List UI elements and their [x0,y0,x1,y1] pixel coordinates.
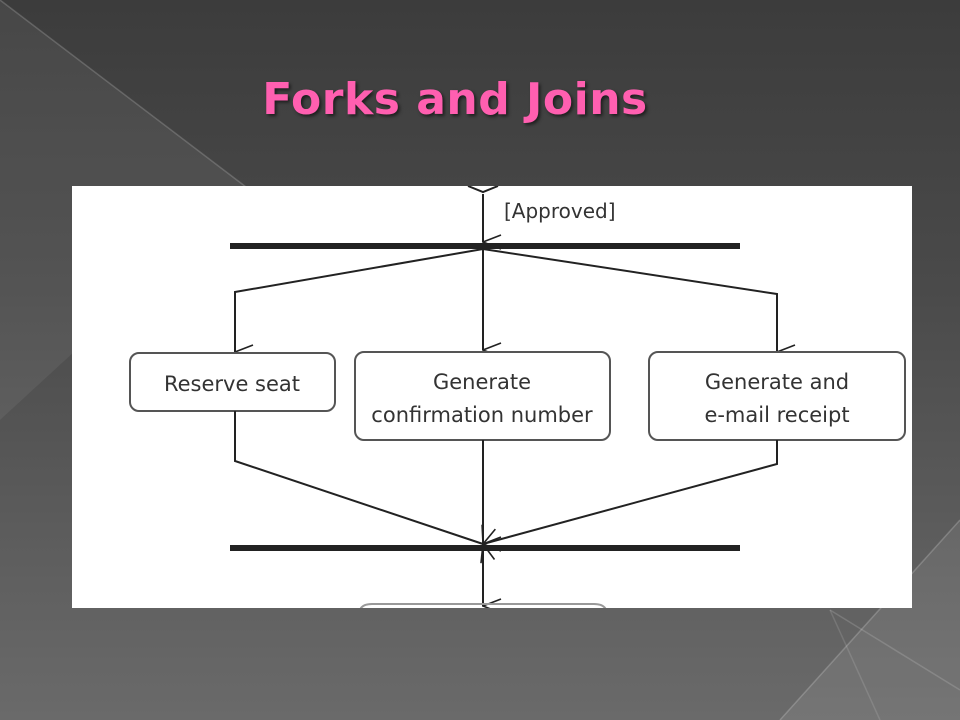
action-box [129,352,336,412]
action-generate-email-receipt: Generate and e-mail receipt [648,351,906,441]
action-label-line-2: e-mail receipt [704,403,849,427]
action-reserve-seat: Reserve seat [129,352,336,412]
decision-diamond-tip [467,186,499,194]
bg-line-bottom-right-3 [829,609,881,720]
bg-line-left [0,0,251,191]
join-bar [230,545,740,551]
fork-bar [230,243,740,249]
bg-facet-bottom-right [780,520,960,720]
bg-line-bottom-right [779,519,960,720]
bg-line-bottom-right-2 [829,609,960,691]
guard-label: [Approved] [504,199,616,223]
join-branch-right [483,440,778,544]
action-label-line-1: Generate and [705,370,849,394]
next-action-box-edge [359,603,607,608]
slide-title: Forks and Joins [262,74,648,125]
action-label: Reserve seat [164,372,300,396]
activity-diagram: [Approved] Reserve seat Generate confirm… [72,186,912,608]
fork-branch-right [482,248,777,352]
diagram-canvas: [Approved] Reserve seat Generate confirm… [129,186,906,608]
fork-branch-left [234,248,484,352]
action-label-line-2: confirmation number [371,403,593,427]
action-generate-confirmation: Generate confirmation number [354,351,611,441]
join-branch-left [234,411,483,544]
action-label-line-1: Generate [433,370,531,394]
